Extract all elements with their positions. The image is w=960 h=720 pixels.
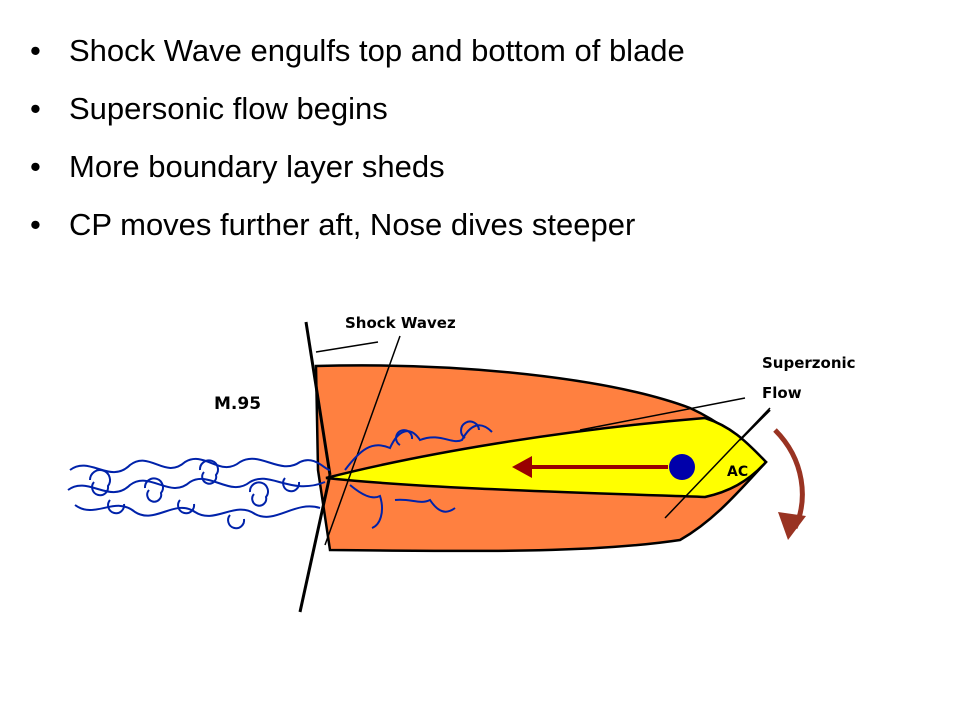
nose-shock-line [739,409,771,441]
bullet-item: • Shock Wave engulfs top and bottom of bl… [30,22,685,80]
bullet-text: Shock Wave engulfs top and bottom of bla… [69,33,685,68]
shock-wave-line [304,321,332,476]
bullet-list: • Shock Wave engulfs top and bottom of bl… [30,22,685,254]
leader-line [324,335,401,546]
bullet-item: • More boundary layer sheds [30,138,685,196]
leader-line [315,341,379,353]
bullet-item: • Supersonic flow begins [30,80,685,138]
shock-waves-label: Shock Wavez [345,314,456,332]
bullet-dot: • [30,149,41,184]
turbulent-wake [67,420,493,530]
bullet-dot: • [30,207,41,242]
bullet-text: CP moves further aft, Nose dives steeper [69,207,636,242]
shock-wave-line [298,474,332,613]
rotation-arrow-head [778,512,806,540]
bullet-text: Supersonic flow begins [69,91,388,126]
flow-label: Flow [762,384,802,402]
mach-number-label: M.95 [214,394,261,414]
center-of-pressure-dot [669,454,695,480]
cp-arrow-head [512,456,532,478]
airfoil-blade [325,416,768,499]
bullet-dot: • [30,91,41,126]
bullet-dot: • [30,33,41,68]
aerodynamic-center-label: AC [727,464,748,480]
bullet-item: • CP moves further aft, Nose dives steepe… [30,196,685,254]
supersonic-label: Superzonic [762,354,856,372]
leader-line [579,397,746,431]
bullet-text: More boundary layer sheds [69,149,445,184]
